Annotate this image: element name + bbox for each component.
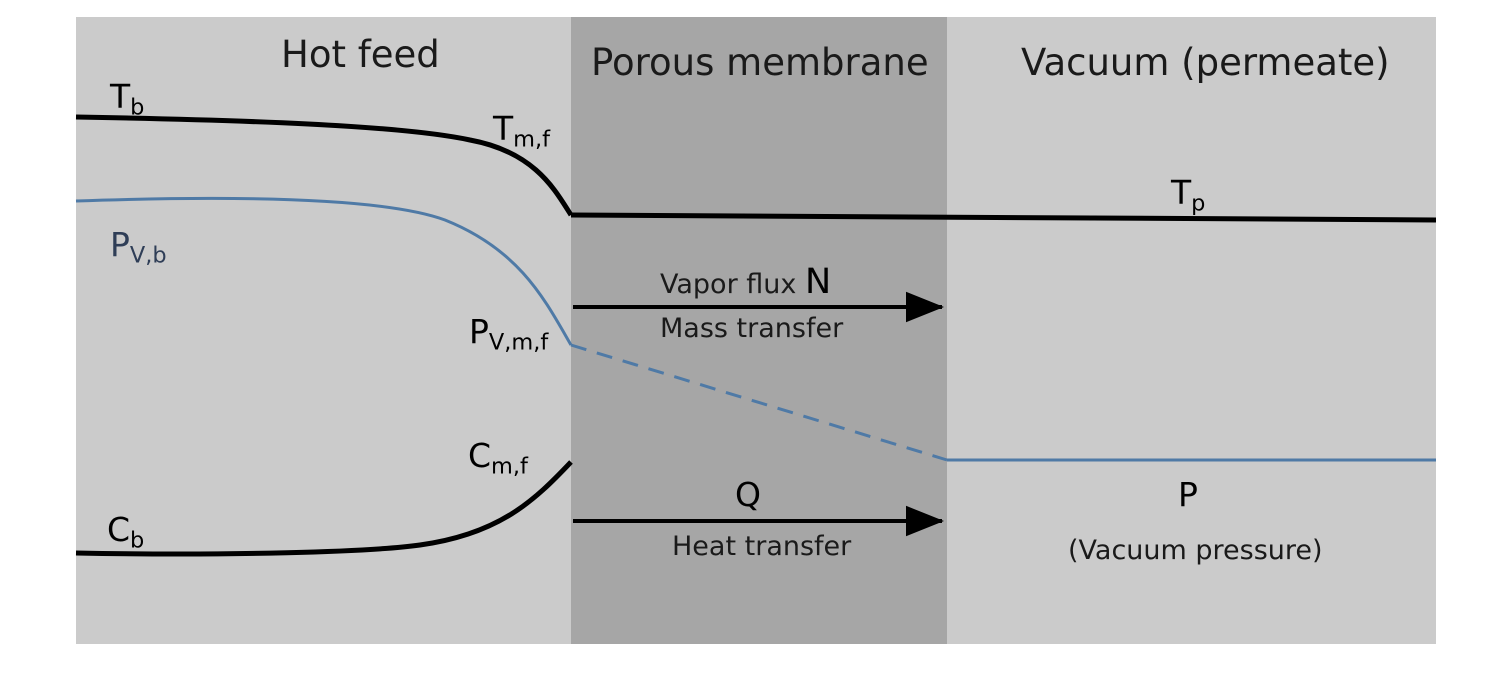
label-cb-main: C xyxy=(107,510,131,549)
label-cmf-main: C xyxy=(468,436,492,475)
label-cb: Cb xyxy=(107,513,144,552)
label-tp-sub: p xyxy=(1191,190,1206,217)
temperature-permeate-line xyxy=(570,212,1437,223)
label-pvb: PV,b xyxy=(110,228,167,267)
pressure-note-label: (Vacuum pressure) xyxy=(1068,535,1323,566)
label-tmf-sub: m,f xyxy=(513,126,551,153)
label-pvb-main: P xyxy=(110,225,130,264)
label-pvmf-main: P xyxy=(469,312,489,351)
membrane-region xyxy=(571,17,947,644)
label-tb-main: T xyxy=(110,77,131,116)
label-tmf-main: T xyxy=(493,109,514,148)
label-cmf-sub: m,f xyxy=(491,453,528,480)
label-tb: Tb xyxy=(110,80,144,119)
label-tb-sub: b xyxy=(130,94,145,121)
label-cmf: Cm,f xyxy=(468,439,528,478)
heat-transfer-label: Heat transfer xyxy=(672,531,852,562)
pressure-symbol-label: P xyxy=(1178,475,1198,514)
label-pvb-sub: V,b xyxy=(129,242,167,269)
concentration-feed-curve xyxy=(75,460,573,557)
vapor-flux-label: Vapor flux N xyxy=(660,265,831,300)
label-pvmf: PV,m,f xyxy=(469,315,548,354)
permeate-region-title: Vacuum (permeate) xyxy=(1021,41,1390,84)
label-cb-sub: b xyxy=(130,527,145,554)
vapor-flux-text: Vapor flux xyxy=(660,269,797,300)
feed-region-title: Hot feed xyxy=(281,33,440,76)
membrane-region-title: Porous membrane xyxy=(591,41,929,84)
label-tmf: Tm,f xyxy=(493,112,550,151)
mass-transfer-label: Mass transfer xyxy=(660,313,844,344)
temperature-feed-curve xyxy=(75,114,574,217)
label-tp: Tp xyxy=(1171,176,1205,215)
vapor-pressure-membrane-dashed xyxy=(570,343,948,462)
vapor-pressure-feed-curve xyxy=(75,196,573,346)
permeate-region xyxy=(947,17,1436,644)
vapor-flux-symbol: N xyxy=(804,262,832,302)
feed-region xyxy=(76,17,571,644)
label-tp-main: T xyxy=(1171,173,1192,212)
label-pvmf-sub: V,m,f xyxy=(488,329,549,356)
heat-symbol-label: Q xyxy=(735,475,761,514)
